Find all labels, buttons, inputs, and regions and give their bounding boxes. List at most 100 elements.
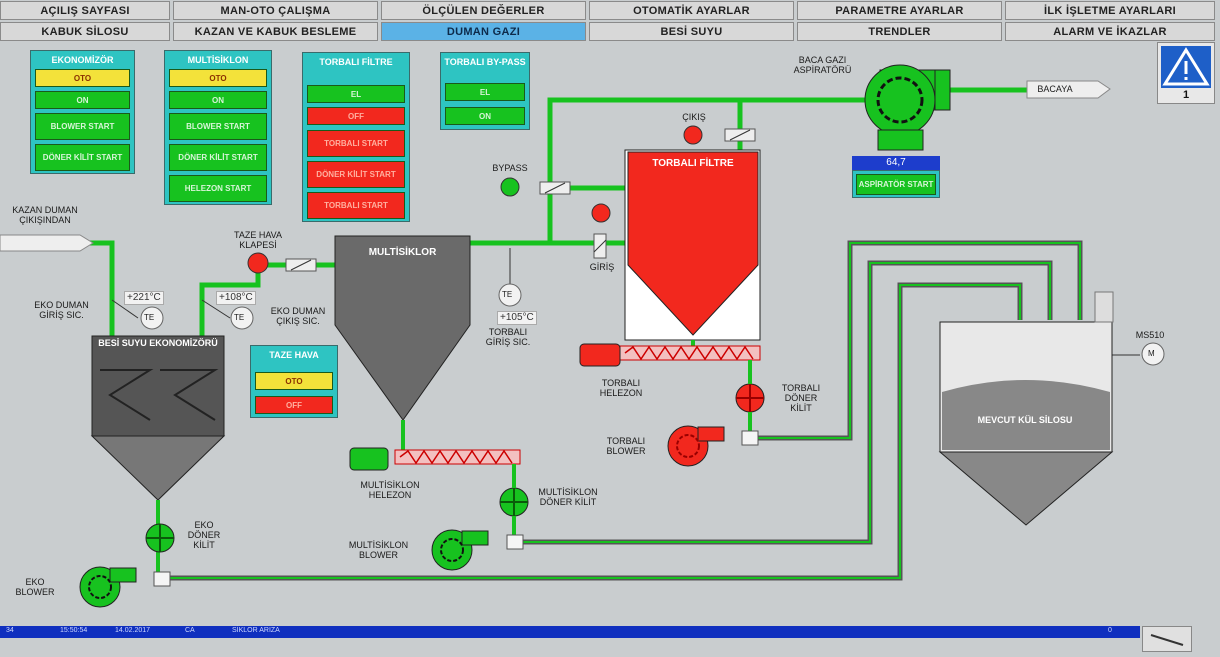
nav-alarm-ve-ikazlar[interactable]: ALARM VE İKAZLAR [1005, 22, 1215, 41]
giris-damper-icon [593, 233, 607, 259]
aspirator-fan-icon [864, 64, 951, 151]
torbali-filtre-doner-kilit-start-button[interactable]: DÖNER KİLİT START [307, 161, 405, 188]
status-ack-button[interactable] [1142, 626, 1192, 652]
warning-icon [1161, 46, 1211, 88]
te-sensor-eko-cikis-icon [230, 306, 254, 330]
nav-man-oto-calisma[interactable]: MAN-OTO ÇALIŞMA [173, 1, 378, 20]
ekonomizor-on-button[interactable]: ON [35, 91, 130, 109]
eko-giris-temp: +221°C [124, 291, 164, 305]
multisiklon-helezon-start-button[interactable]: HELEZON START [169, 175, 267, 202]
cikis-lamp [683, 125, 703, 145]
status-type: CA [185, 627, 195, 634]
nav-otomatik-ayarlar[interactable]: OTOMATİK AYARLAR [589, 1, 794, 20]
torbali-bypass-el-button[interactable]: EL [445, 83, 525, 101]
besi-suyu-eko-label: BESİ SUYU EKONOMİZÖRÜ [98, 338, 218, 348]
te-label-eko-giris: TE [144, 313, 155, 322]
kazan-duman-label: KAZAN DUMAN ÇIKIŞINDAN [12, 205, 78, 225]
torbali-doner-kilit-label: TORBALI DÖNER KİLİT [781, 383, 821, 413]
alarm-indicator[interactable]: 1 [1157, 42, 1215, 104]
bypass-label: BYPASS [492, 163, 528, 173]
torbali-bypass-title: TORBALI BY-PASS [444, 57, 526, 67]
status-date: 14.02.2017 [115, 627, 151, 634]
taze-hava-oto-button[interactable]: OTO [255, 372, 333, 390]
giris-label: GİRİŞ [589, 262, 615, 272]
kazan-inlet-arrow [0, 234, 94, 252]
torbali-bypass-panel: TORBALI BY-PASS EL ON [440, 52, 530, 130]
multicyclone-screw-motor [349, 447, 389, 471]
nav-parametre-ayarlar[interactable]: PARAMETRE AYARLAR [797, 1, 1002, 20]
multisiklon-blower-start-button[interactable]: BLOWER START [169, 113, 267, 140]
torbali-helezon-label: TORBALI HELEZON [599, 378, 643, 398]
economizer-body [91, 335, 225, 437]
ash-return-lines-inner [162, 242, 1081, 579]
nav-duman-gazi[interactable]: DUMAN GAZI [381, 22, 586, 41]
multisiklon-doner-kilit-label: MULTİSİKLON DÖNER KİLİT [538, 487, 598, 507]
nav-kazan-ve-kabuk-besleme[interactable]: KAZAN VE KABUK BESLEME [173, 22, 378, 41]
aspirator-start-button[interactable]: ASPİRATÖR START [856, 174, 936, 195]
torbali-filtre-start-button-1[interactable]: TORBALI START [307, 130, 405, 157]
nav-ilk-isletme-ayarlari[interactable]: İLK İŞLETME AYARLARI [1005, 1, 1215, 20]
ms510-label: MS510 [1135, 330, 1165, 340]
bag-filter-screw-motor [579, 343, 621, 367]
te-sensor-eko-giris-icon [140, 306, 164, 330]
torbali-blower-label: TORBALI BLOWER [606, 436, 646, 456]
multicyclone-blower-icon [431, 529, 489, 571]
bypass-lamp [500, 177, 520, 197]
te-label-eko-cikis: TE [234, 313, 245, 322]
taze-hava-lamp [247, 252, 269, 274]
bacaya-label: BACAYA [1037, 84, 1073, 94]
nav-kabuk-silosu[interactable]: KABUK SİLOSU [0, 22, 170, 41]
multisiklon-panel: MULTİSİKLON OTO ON BLOWER START DÖNER Kİ… [164, 50, 272, 205]
eko-blower-icon [79, 566, 137, 608]
torbali-filtre-start-button-2[interactable]: TORBALI START [307, 192, 405, 219]
eko-doner-kilit-label: EKO DÖNER KİLİT [187, 520, 221, 550]
bag-filter-body [627, 151, 759, 336]
aspirator-value: 64,7 [852, 156, 940, 170]
cikis-damper-icon [724, 128, 756, 142]
bag-filter-rotary-valve-icon [735, 383, 765, 413]
eko-cikis-temp: +108°C [216, 291, 256, 305]
eko-blower-label: EKO BLOWER [15, 577, 55, 597]
aspirator-panel: ASPİRATÖR START [852, 170, 940, 198]
torbali-filtre-off-button[interactable]: OFF [307, 107, 405, 125]
ack-arrow-icon [1150, 634, 1184, 646]
ms510-motor-label: M [1148, 349, 1155, 358]
te-label-torbali-giris: TE [502, 290, 513, 299]
nav-acilis-sayfasi[interactable]: AÇILIŞ SAYFASI [0, 1, 170, 20]
multisiklon-doner-kilit-start-button[interactable]: DÖNER KİLİT START [169, 144, 267, 171]
torbali-filtre-el-button[interactable]: EL [307, 85, 405, 103]
multisiklor-label: MULTİSİKLOR [368, 247, 437, 258]
torbali-bypass-on-button[interactable]: ON [445, 107, 525, 125]
ekonomizor-blower-start-button[interactable]: BLOWER START [35, 113, 130, 140]
multisiklon-oto-button[interactable]: OTO [169, 69, 267, 87]
multisiklon-on-button[interactable]: ON [169, 91, 267, 109]
mevcut-kul-silosu-label: MEVCUT KÜL SİLOSU [977, 415, 1073, 425]
taze-hava-klapesi-label: TAZE HAVA KLAPESİ [233, 230, 282, 250]
ekonomizor-panel: EKONOMİZÖR OTO ON BLOWER START DÖNER KİL… [30, 50, 135, 174]
giris-lamp [591, 203, 611, 223]
bacaya-arrow [1026, 80, 1111, 99]
taze-hava-off-button[interactable]: OFF [255, 396, 333, 414]
status-time: 15:50:54 [60, 627, 88, 634]
ms510-motor-icon [1141, 342, 1165, 366]
nav-besi-suyu[interactable]: BESİ SUYU [589, 22, 794, 41]
taze-hava-panel: TAZE HAVA OTO OFF [250, 345, 338, 418]
torbali-filtre-panel: TORBALI FİLTRE EL OFF TORBALI START DÖNE… [302, 52, 410, 222]
nav-trendler[interactable]: TRENDLER [797, 22, 1002, 41]
ash-silo-hopper [938, 451, 1114, 526]
te-sensor-torbali-giris-icon [498, 283, 522, 307]
torbali-giris-temp: +105°C [497, 311, 537, 325]
economizer-hopper [90, 435, 226, 501]
ekonomizor-title: EKONOMİZÖR [51, 55, 114, 65]
multisiklon-helezon-label: MULTİSİKLON HELEZON [360, 480, 420, 500]
eko-duman-cikis-label: EKO DUMAN ÇIKIŞ SIC. [270, 306, 326, 326]
nav-olculen-degerler[interactable]: ÖLÇÜLEN DEĞERLER [381, 1, 586, 20]
status-bar: 34 15:50:54 14.02.2017 CA SİKLOR ARIZA 0 [0, 626, 1140, 638]
multicyclone-body [334, 235, 471, 421]
ekonomizor-oto-button[interactable]: OTO [35, 69, 130, 87]
ekonomizor-doner-kilit-start-button[interactable]: DÖNER KİLİT START [35, 144, 130, 171]
cikis-label: ÇIKIŞ [682, 112, 706, 122]
multicyclone-rotary-valve-icon [499, 487, 529, 517]
alarm-count: 1 [1182, 89, 1190, 101]
